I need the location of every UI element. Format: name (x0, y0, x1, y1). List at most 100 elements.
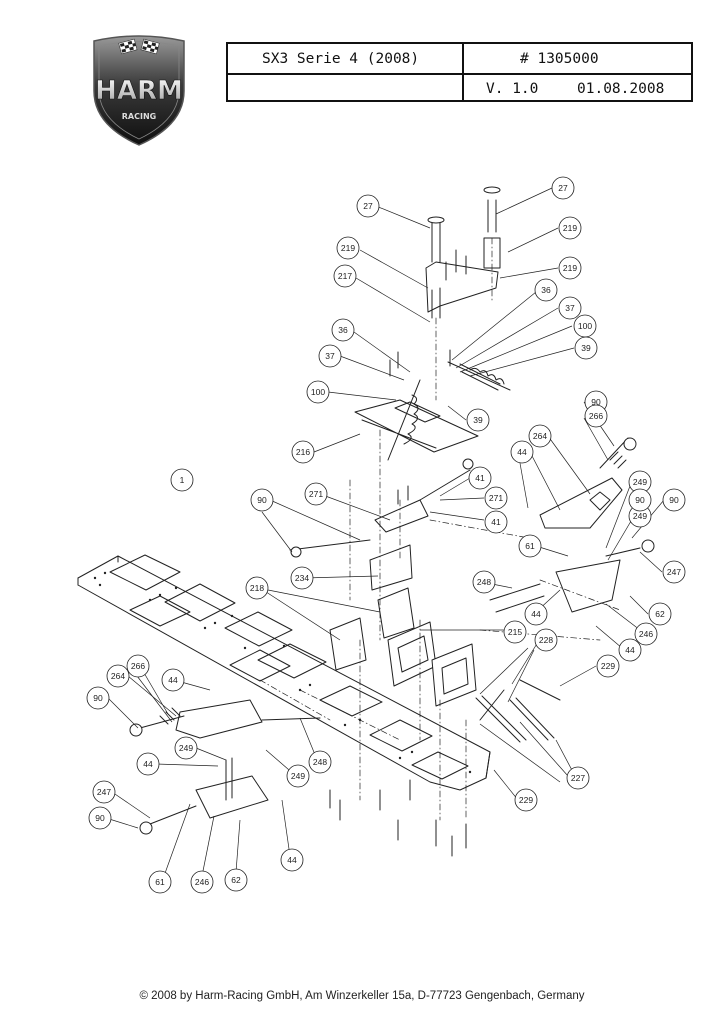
callout-circle (648, 602, 672, 626)
callout-label: 90 (591, 397, 601, 407)
callout-label: 248 (477, 577, 491, 587)
callout-label: 41 (491, 517, 501, 527)
callout-label: 264 (111, 671, 125, 681)
callout-circle (333, 264, 357, 288)
callout-circle (662, 560, 686, 584)
callout-label: 229 (601, 661, 615, 671)
callout-label: 249 (633, 477, 647, 487)
callout-label: 39 (473, 415, 483, 425)
logo-sub-text: RACING (122, 112, 156, 121)
callout-circle (662, 488, 686, 512)
callout-label: 248 (313, 757, 327, 767)
callout-label: 90 (635, 495, 645, 505)
callout-circle (558, 296, 582, 320)
callout-label: 217 (338, 271, 352, 281)
callout-label: 37 (325, 351, 335, 361)
callout-circle (528, 424, 552, 448)
screws (329, 249, 467, 857)
callout-label: 218 (250, 583, 264, 593)
callout-circle (518, 534, 542, 558)
callout-circle (558, 216, 582, 240)
callout-label: 90 (669, 495, 679, 505)
callout-label: 100 (311, 387, 325, 397)
callout-circle (472, 570, 496, 594)
callout-circle (484, 486, 508, 510)
callout-label: 41 (475, 473, 485, 483)
callout-label: 216 (296, 447, 310, 457)
callout-label: 44 (517, 447, 527, 457)
callout-circle (280, 848, 304, 872)
callout-label: 61 (155, 877, 165, 887)
callout-circle (224, 868, 248, 892)
callout-circle (484, 510, 508, 534)
callout-label: 234 (295, 573, 309, 583)
callout-label: 247 (97, 787, 111, 797)
callout-label: 249 (633, 511, 647, 521)
callout-label: 1 (180, 475, 185, 485)
callout-label: 90 (93, 693, 103, 703)
callout-label: 249 (291, 771, 305, 781)
callout-label: 44 (625, 645, 635, 655)
callout-circle (331, 318, 355, 342)
callout-label: 246 (195, 877, 209, 887)
callout-label: 62 (655, 609, 665, 619)
right-a-arm (539, 437, 655, 613)
callout-circle (468, 466, 492, 490)
callout-label: 27 (363, 201, 373, 211)
callout-circle (503, 620, 527, 644)
callout-circle (524, 602, 548, 626)
steering-assembly (289, 458, 474, 591)
callout-circle (584, 404, 608, 428)
callout-label: 227 (571, 773, 585, 783)
checkered-flag-icon (118, 38, 160, 55)
callout-circle (88, 806, 112, 830)
harm-racing-logo: HARM RACING (93, 35, 185, 146)
callout-label: 44 (168, 675, 178, 685)
callout-circle (618, 638, 642, 662)
leader-lines (105, 187, 665, 877)
callout-label: 266 (589, 411, 603, 421)
title-block: SX3 Serie 4 (2008) # 1305000 V. 1.0 01.0… (226, 42, 693, 102)
callout-circle (250, 488, 274, 512)
copyright-footer: © 2008 by Harm-Racing GmbH, Am Winzerkel… (139, 990, 585, 1002)
callout-circle (466, 408, 490, 432)
callout-label: 27 (558, 183, 568, 193)
callout-circle (161, 668, 185, 692)
callout-circle (558, 256, 582, 280)
callout-circle (628, 488, 652, 512)
model-name: SX3 Serie 4 (2008) (262, 51, 420, 67)
callout-label: 39 (581, 343, 591, 353)
callout-circle (551, 176, 575, 200)
chassis-plate (77, 554, 491, 791)
callout-circle (318, 344, 342, 368)
callout-label: 219 (563, 223, 577, 233)
callout-label: 61 (525, 541, 535, 551)
callout-circle (304, 482, 328, 506)
rods (475, 583, 561, 743)
callout-label: 247 (667, 567, 681, 577)
callout-label: 215 (508, 627, 522, 637)
callout-label: 100 (578, 321, 592, 331)
callout-circle (290, 566, 314, 590)
version: V. 1.0 (486, 81, 539, 97)
callout-label: 62 (231, 875, 241, 885)
part-number: # 1305000 (520, 51, 599, 67)
callout-label: 36 (541, 285, 551, 295)
callout-circle (574, 336, 598, 360)
callout-label: 219 (341, 243, 355, 253)
callout-circle (291, 440, 315, 464)
callout-label: 90 (257, 495, 267, 505)
callout-circle (174, 736, 198, 760)
left-a-arm (129, 699, 321, 835)
callout-label: 44 (531, 609, 541, 619)
callout-circle (126, 654, 150, 678)
callouts: 2727219219219217363710039363710039216902… (86, 176, 686, 894)
callout-circle (92, 780, 116, 804)
callout-label: 36 (338, 325, 348, 335)
callout-circle (190, 870, 214, 894)
callout-label: 44 (287, 855, 297, 865)
callout-label: 249 (179, 743, 193, 753)
callout-label: 228 (539, 635, 553, 645)
callout-circle (136, 752, 160, 776)
